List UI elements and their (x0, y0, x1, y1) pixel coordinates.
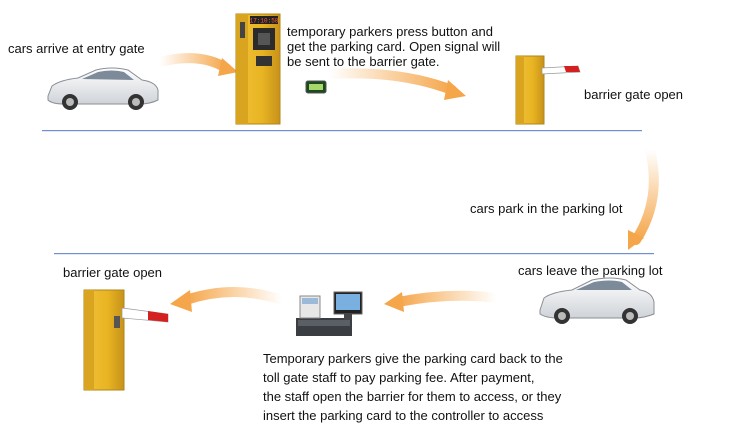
label-bottom-line2: toll gate staff to pay parking fee. Afte… (263, 370, 535, 385)
flow-arrow-icon (631, 145, 659, 245)
toll-booth-computer-icon (296, 291, 363, 336)
arrowhead-icon (170, 290, 192, 312)
label-bottom-line1: Temporary parkers give the parking card … (263, 351, 563, 366)
arrowhead-icon (218, 58, 238, 76)
flow-arrow-icon (155, 53, 231, 73)
label-barrier-open-right: barrier gate open (584, 87, 684, 102)
label-cars-leave: cars leave the parking lot (518, 263, 663, 278)
car-icon (539, 277, 655, 324)
arrowhead-icon (444, 80, 466, 100)
arrowhead-icon (384, 292, 404, 312)
label-temp-parkers-line2: get the parking card. Open signal will (287, 39, 501, 54)
barrier-gate-icon (83, 289, 169, 391)
label-bottom-line4: insert the parking card to the controlle… (263, 408, 544, 423)
parking-card-icon (305, 80, 327, 94)
label-temp-parkers-line1: temporary parkers press button and (287, 24, 493, 39)
flow-arrow-icon (181, 287, 287, 305)
barrier-gate-icon (515, 55, 581, 125)
label-cars-park: cars park in the parking lot (470, 201, 623, 216)
kiosk-display: 17:10:58 (250, 18, 279, 25)
flow-arrow-icon (393, 290, 501, 307)
label-cars-arrive: cars arrive at entry gate (8, 41, 145, 56)
car-icon (47, 67, 159, 110)
label-bottom-line3: the staff open the barrier for them to a… (263, 389, 562, 404)
ticket-kiosk-icon (235, 13, 281, 125)
flow-arrow-icon (325, 68, 457, 95)
arrowhead-icon (628, 230, 644, 250)
divider-rule (42, 130, 642, 132)
label-temp-parkers-line3: be sent to the barrier gate. (287, 54, 440, 69)
divider-rule (54, 253, 654, 255)
label-barrier-open-left: barrier gate open (63, 265, 163, 280)
